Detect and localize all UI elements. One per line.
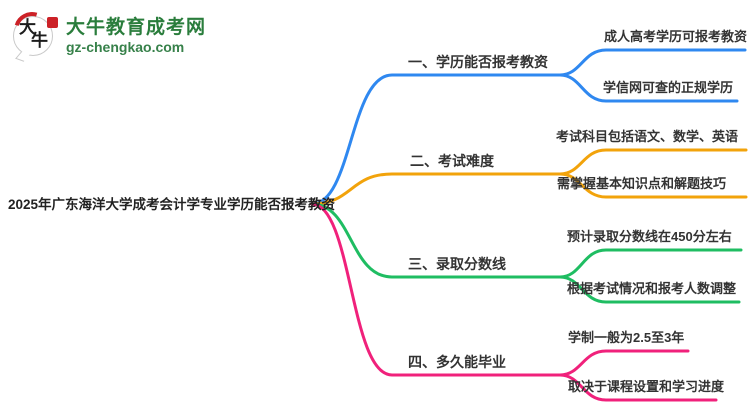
speech-bubble-shape [13,16,53,56]
red-seal-icon [47,17,58,28]
branch-4-label: 四、多久能毕业 [408,354,506,370]
branch-3-child-1-connector [558,248,743,279]
branch-2-label: 二、考试难度 [410,153,494,169]
branch-3-child-2-label: 根据考试情况和报考人数调整 [567,281,737,296]
logo-text-block: 大牛教育成考网 gz-chengkao.com [66,17,206,56]
branch-3-label: 三、录取分数线 [408,256,506,272]
branch-1-child-2-label: 学信网可查的正规学历 [603,80,734,95]
logo-bubble-icon: 大 牛 [7,5,58,62]
branch-1-child-1-label: 成人高考学历可报考教资 [604,29,748,44]
branch-2-child-1-connector [558,148,748,176]
branch-2-main-connector [310,172,562,206]
branch-3-main-connector [310,202,562,279]
brand-name: 大牛教育成考网 [66,16,207,38]
branch-2-child-2-connector [558,172,748,199]
branch-4-child-2-label: 取决于课程设置和学习进度 [568,379,725,394]
branch-4-child-2-connector [558,373,718,402]
branch-4-main-connector [310,202,562,377]
branch-3-child-1-label: 预计录取分数线在450分左右 [567,229,732,244]
branch-1-main-connector [310,73,562,206]
branch-1-label: 一、学历能否报考教资 [408,54,548,70]
root-topic: 2025年广东海洋大学成考会计学专业学历能否报考教资 [8,197,336,212]
logo-character-1: 大 [19,18,36,37]
branch-3-child-2-connector [558,275,741,304]
branch-1-child-2-connector [558,73,739,103]
branch-4-child-1-connector [558,349,690,377]
branch-1-child-1-connector [558,48,747,77]
site-logo: 大 牛 大牛教育成考网 gz-chengkao.com [7,5,206,62]
branch-4-child-1-label: 学制一般为2.5至3年 [568,330,685,345]
branch-2-child-1-label: 考试科目包括语文、数学、英语 [556,129,739,144]
brand-domain: gz-chengkao.com [66,38,185,55]
branch-2-child-2-label: 需掌握基本知识点和解题技巧 [557,176,727,191]
logo-character-2: 牛 [31,31,48,50]
